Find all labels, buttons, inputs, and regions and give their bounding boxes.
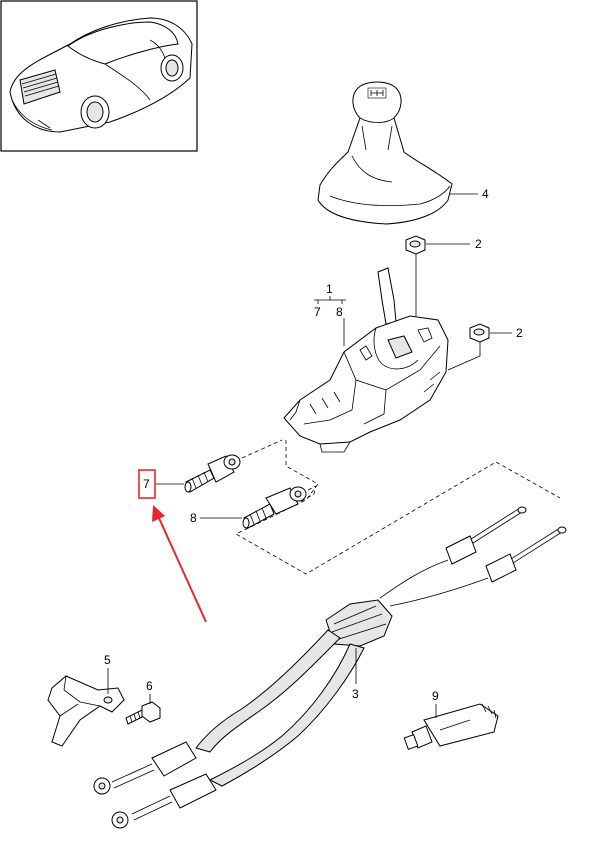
hex-nut-right[interactable] (469, 323, 490, 343)
shift-pattern-icon (367, 87, 387, 99)
grease-tube[interactable] (403, 703, 499, 750)
car-icon (9, 17, 193, 133)
cable-bushing-7[interactable] (184, 454, 241, 493)
callout-6: 6 (146, 679, 153, 693)
shift-housing-assembly[interactable] (283, 267, 449, 453)
dashed-guide-lines (235, 440, 561, 575)
callout-5: 5 (104, 653, 111, 667)
highlight-arrow (152, 505, 207, 623)
callout-2-right: 2 (516, 326, 523, 340)
callout-1: 1 (326, 282, 333, 296)
shift-cable-assembly[interactable] (93, 506, 567, 829)
bolt[interactable] (125, 701, 161, 725)
leader-7-dashed (241, 439, 283, 459)
hex-nut-top[interactable] (405, 235, 426, 255)
callout-7: 7 (143, 477, 150, 491)
callout-3: 3 (352, 687, 359, 701)
leader-nut-right-down (447, 342, 481, 371)
mounting-bracket[interactable] (47, 675, 125, 747)
callout-4: 4 (482, 187, 489, 201)
callout-1-sub-8: 8 (336, 305, 343, 319)
callout-1-sub-7: 7 (314, 305, 321, 319)
vehicle-thumbnail[interactable] (0, 0, 198, 152)
cable-bushing-8[interactable] (242, 486, 307, 529)
callout-8: 8 (190, 511, 197, 525)
callout-1-bracket (314, 296, 346, 304)
highlight-box-7 (138, 469, 156, 499)
callout-2-top: 2 (475, 237, 482, 251)
callout-9: 9 (432, 689, 439, 703)
gear-knob-gaiter[interactable] (317, 81, 453, 225)
